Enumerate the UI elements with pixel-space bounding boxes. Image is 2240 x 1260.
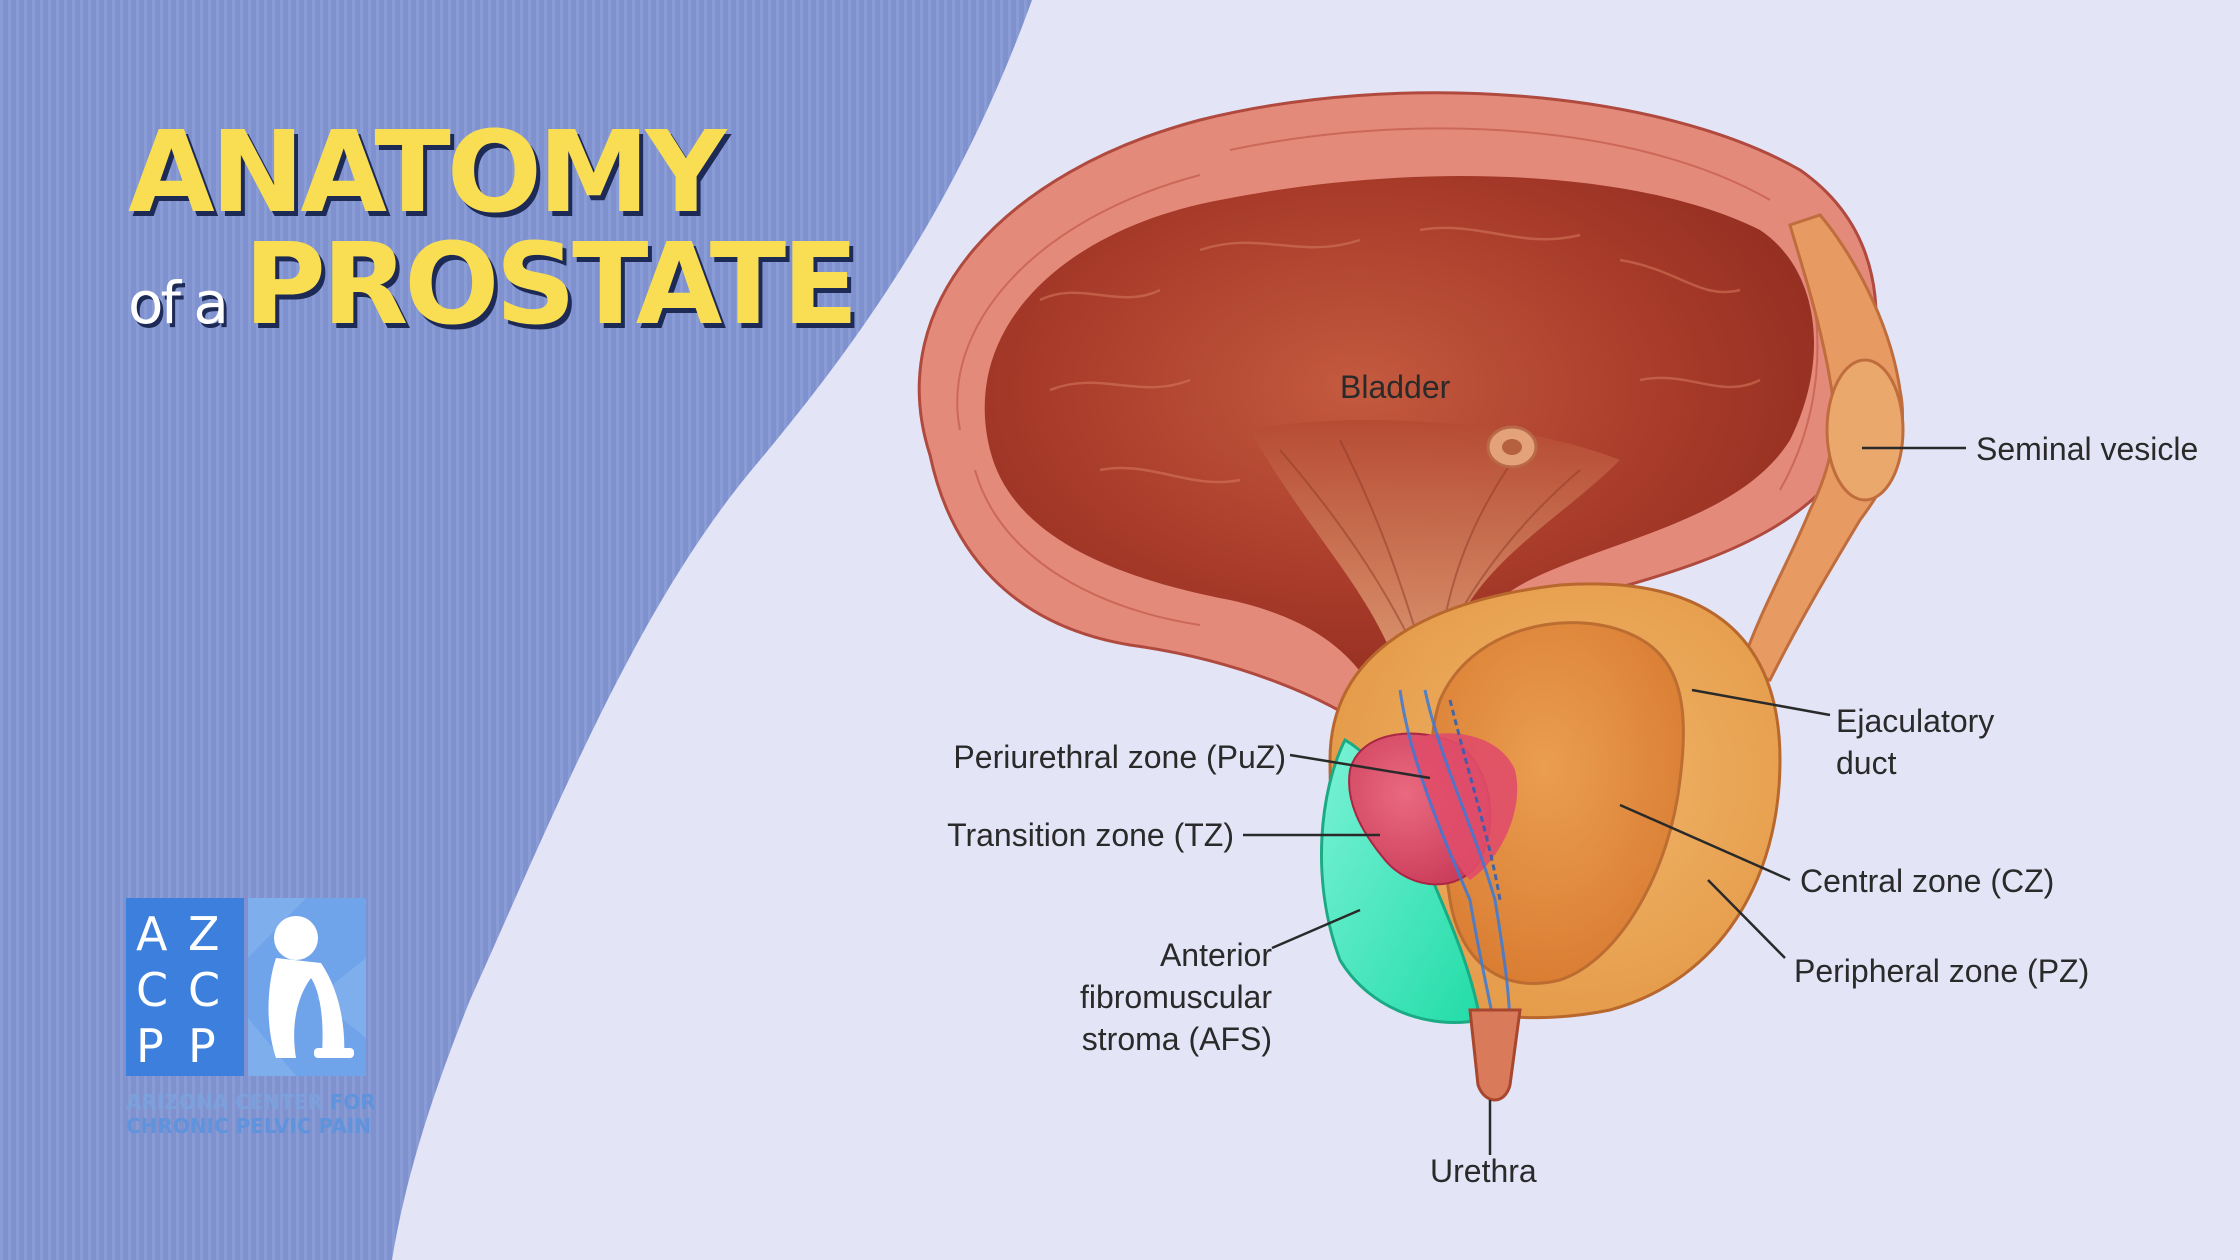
title-prostate: PROSTATE xyxy=(243,220,859,350)
bladder-rugae xyxy=(1039,226,1761,484)
label-ejaculatory-duct-line1: Ejaculatory xyxy=(1836,703,1995,739)
label-seminal-vesicle: Seminal vesicle xyxy=(1976,431,2199,467)
leader-lines xyxy=(1243,446,1966,1155)
seated-figure-icon xyxy=(268,916,354,1058)
logo-letter-c1: C xyxy=(136,963,168,1017)
logo-letter-p1: P xyxy=(136,1019,164,1073)
logo-name-line1b: FOR xyxy=(329,1090,376,1114)
logo-name: ARIZONA CENTER FOR CHRONIC PELVIC PAIN xyxy=(126,1090,376,1138)
label-urethra: Urethra xyxy=(1430,1153,1537,1189)
label-periurethral-zone: Periurethral zone (PuZ) xyxy=(953,739,1286,775)
title-of-a: of a xyxy=(128,269,229,337)
logo-letter-z: Z xyxy=(188,907,220,961)
label-ejaculatory-duct-line2: duct xyxy=(1836,745,1897,781)
seminal-vesicle-bulb xyxy=(1825,358,1905,502)
bladder-wall-texture xyxy=(956,127,1819,626)
logo-name-line2: CHRONIC PELVIC PAIN xyxy=(126,1114,371,1138)
logo-letter-a: A xyxy=(136,907,168,961)
label-bladder: Bladder xyxy=(1340,369,1451,405)
bladder-trigone xyxy=(1250,420,1620,650)
title-anatomy: ANATOMY xyxy=(128,108,727,238)
seminal-vesicle xyxy=(1738,213,1905,682)
label-central-zone: Central zone (CZ) xyxy=(1800,863,2055,899)
azccpp-logo: A Z C C P P xyxy=(126,898,366,1076)
urethra-tube xyxy=(1468,1008,1522,1102)
label-afs-line1: Anterior xyxy=(1159,937,1272,973)
label-peripheral-zone: Peripheral zone (PZ) xyxy=(1794,953,2090,989)
label-afs-line2: fibromuscular xyxy=(1079,979,1272,1015)
logo-letter-p2: P xyxy=(188,1019,216,1073)
urethra-channels xyxy=(1398,689,1512,1031)
label-transition-zone: Transition zone (TZ) xyxy=(947,817,1234,853)
label-afs-line3: stroma (AFS) xyxy=(1081,1021,1272,1057)
logo-letter-c2: C xyxy=(188,963,220,1017)
logo-name-line1a: ARIZONA CENTER xyxy=(126,1090,323,1114)
